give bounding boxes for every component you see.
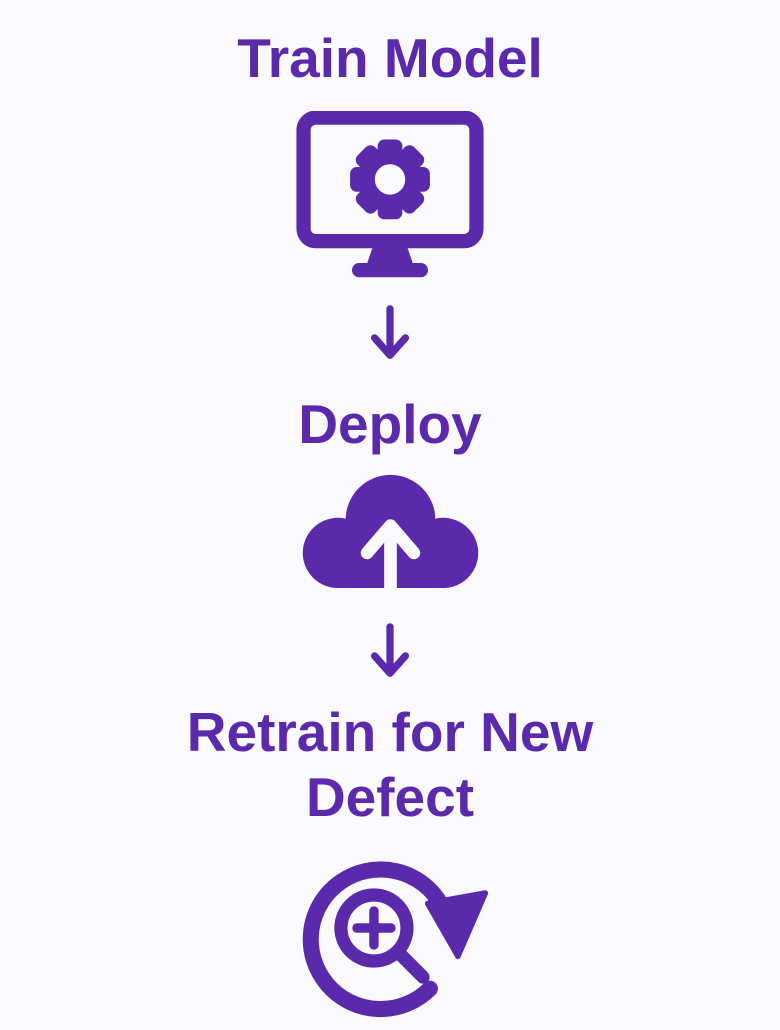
step-title-retrain: Retrain for New Defect bbox=[186, 700, 594, 828]
flow-step-train-model: Train Model bbox=[237, 0, 543, 282]
flow-step-deploy: Deploy bbox=[293, 362, 488, 588]
down-arrow-icon bbox=[370, 305, 410, 359]
magnifier-refresh-icon bbox=[302, 861, 489, 1017]
step-title-deploy: Deploy bbox=[298, 392, 482, 455]
cloud-upload-icon bbox=[302, 474, 478, 588]
monitor-gear-icon bbox=[296, 110, 484, 278]
flow-step-retrain: Retrain for New Defect bbox=[110, 680, 670, 1028]
step-title-train-model: Train Model bbox=[237, 27, 543, 89]
down-arrow-icon bbox=[370, 622, 410, 677]
